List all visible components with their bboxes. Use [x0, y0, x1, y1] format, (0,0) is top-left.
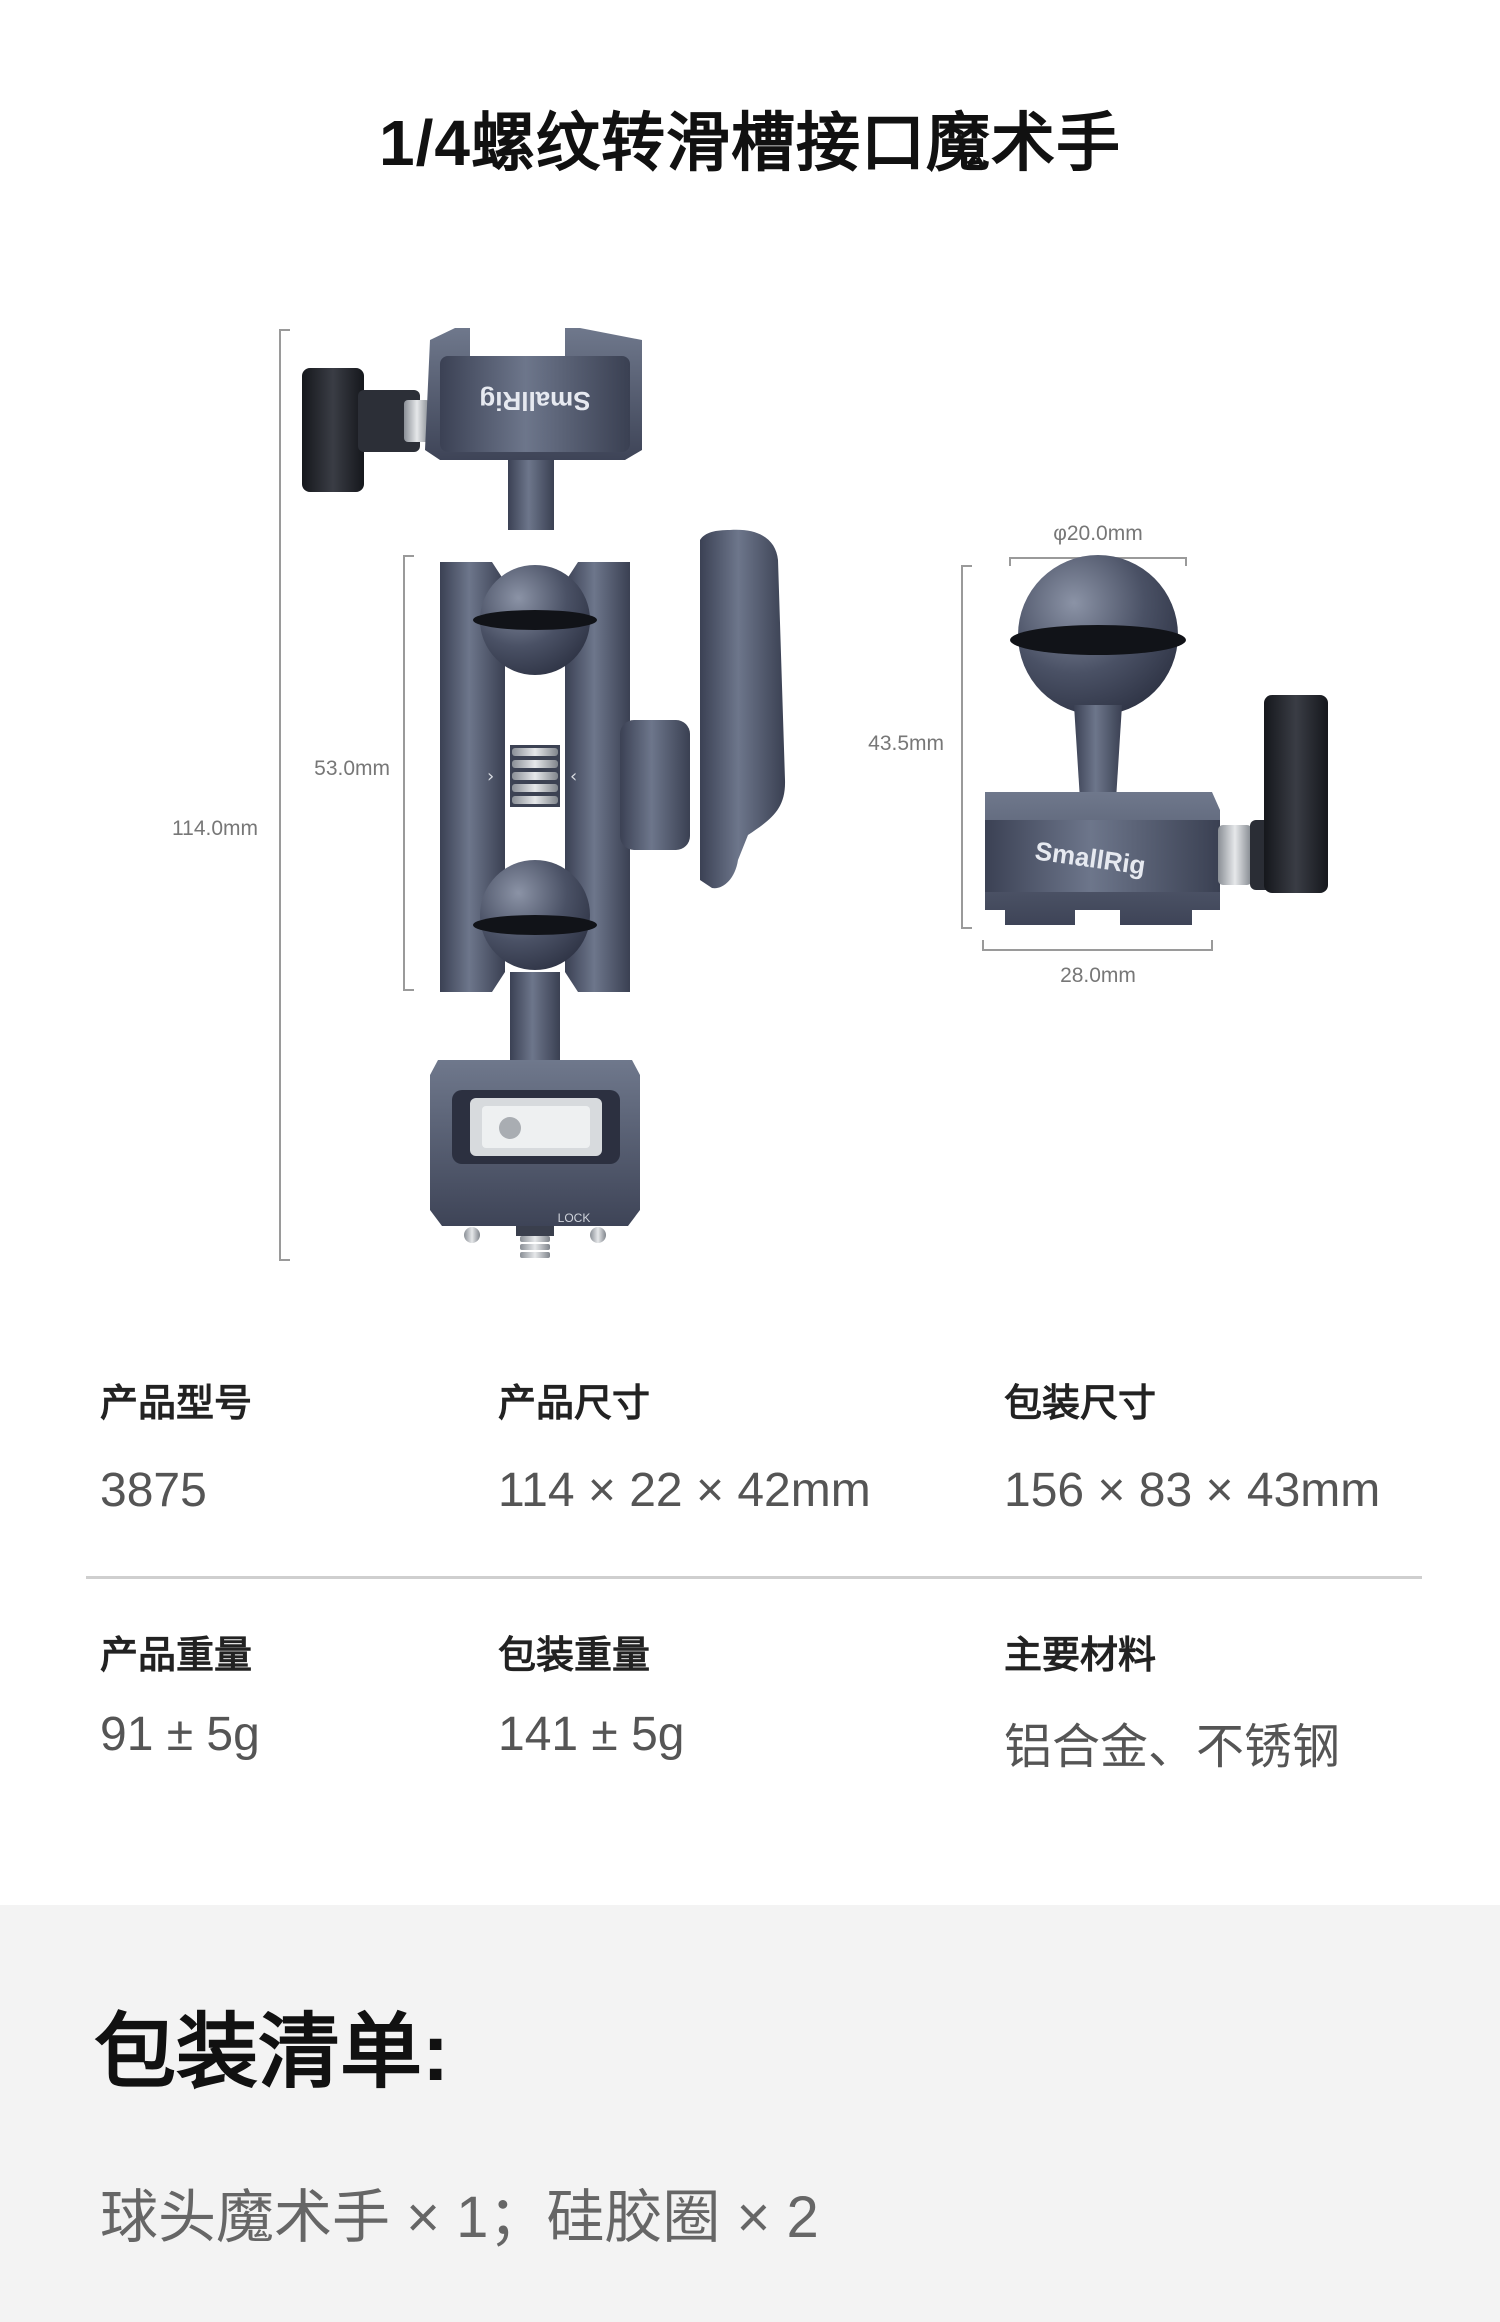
spec-weight-value: 91 ± 5g — [100, 1708, 260, 1761]
dim-label-total-height: 114.0mm — [172, 817, 258, 840]
spec-material: 主要材料 铝合金、不锈钢 — [1004, 1624, 1340, 1777]
spec-pack-weight: 包装重量 141 ± 5g — [498, 1624, 685, 1762]
brand-logo-top: SmallRig — [479, 386, 590, 416]
spec-divider — [86, 1576, 1422, 1579]
packing-section — [0, 1905, 1500, 2322]
dimension-arm-height: 53.0mm — [314, 555, 414, 991]
side-product-image: SmallRig — [985, 555, 1328, 925]
dimension-side-height: 43.5mm — [868, 565, 972, 929]
lock-text: LOCK — [558, 1211, 591, 1225]
spec-material-value: 铝合金、不锈钢 — [1004, 1721, 1341, 1774]
packing-items: 球头魔术手 × 1；硅胶圈 × 2 — [100, 2185, 819, 2250]
packing-title: 包装清单: — [94, 2007, 450, 2098]
dim-label-arm-height: 53.0mm — [314, 757, 390, 780]
spec-pack-size-label: 包装尺寸 — [1004, 1383, 1157, 1425]
dimension-side-width: 28.0mm — [982, 940, 1213, 987]
spec-size-label: 产品尺寸 — [498, 1383, 651, 1425]
spec-weight: 产品重量 91 ± 5g — [100, 1624, 260, 1762]
main-product-image: SmallRig › ‹ LOCK — [302, 328, 786, 1258]
dim-label-ball-diameter: φ20.0mm — [1053, 522, 1142, 545]
page-title: 1/4螺纹转滑槽接口魔术手 — [379, 107, 1121, 179]
spec-pack-size-value: 156 × 83 × 43mm — [1004, 1464, 1381, 1517]
spec-model-value: 3875 — [100, 1464, 207, 1517]
spec-size: 产品尺寸 114 × 22 × 42mm — [498, 1372, 871, 1518]
product-dimension-diagram: 114.0mm 53.0mm SmallRig › ‹ — [172, 328, 1328, 1261]
svg-text:‹: ‹ — [570, 766, 577, 787]
svg-text:›: › — [487, 766, 494, 787]
spec-size-value: 114 × 22 × 42mm — [498, 1464, 871, 1517]
dim-label-side-height: 43.5mm — [868, 732, 944, 755]
spec-model: 产品型号 3875 — [100, 1372, 252, 1518]
dim-label-side-width: 28.0mm — [1060, 964, 1136, 987]
spec-weight-label: 产品重量 — [100, 1635, 253, 1677]
dimension-total-height: 114.0mm — [172, 329, 290, 1261]
spec-material-label: 主要材料 — [1004, 1635, 1157, 1677]
spec-model-label: 产品型号 — [100, 1383, 253, 1425]
spec-pack-weight-value: 141 ± 5g — [498, 1708, 685, 1761]
spec-pack-size: 包装尺寸 156 × 83 × 43mm — [1004, 1372, 1380, 1518]
spec-pack-weight-label: 包装重量 — [498, 1635, 651, 1677]
